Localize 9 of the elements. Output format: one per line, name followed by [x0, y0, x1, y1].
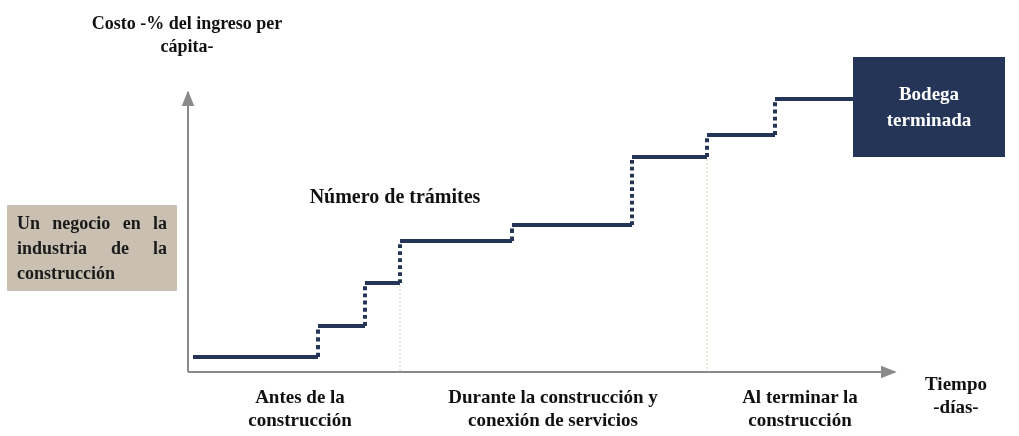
category-box: Un negocio en la industria de la construcción	[7, 205, 177, 291]
phase-label: Antes de la construcción	[247, 385, 353, 431]
axis-title: Costo -% del ingreso per cápita-	[90, 12, 284, 58]
result-box: Bodega terminada	[853, 57, 1005, 157]
staircase-line	[193, 97, 853, 359]
phase-label: Durante la construcción y conexión de servicios	[447, 385, 659, 431]
phase-label: Al terminar la construcción	[741, 385, 859, 431]
series-label: Número de trámites	[308, 185, 482, 208]
axis-title: Tiempo -días-	[924, 372, 988, 418]
